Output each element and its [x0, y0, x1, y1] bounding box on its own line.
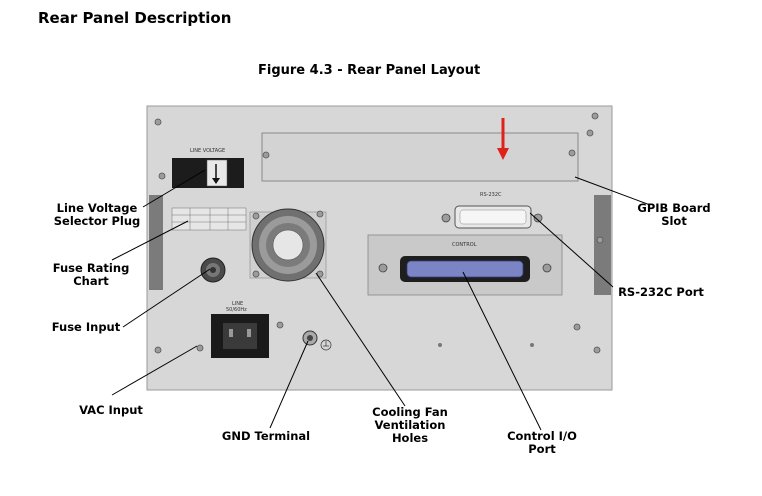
- vac-input: LINE 50/60Hz: [196, 301, 284, 358]
- left-handle: [149, 195, 163, 290]
- callout-vac-input: VAC Input: [79, 403, 143, 417]
- callout-gpib-2: Slot: [661, 214, 687, 228]
- callout-cooling-fan-3: Holes: [392, 431, 428, 445]
- rs232c-panel-label: RS-232C: [480, 192, 502, 198]
- leader-lines: [111, 169, 651, 431]
- callout-fuse-input: Fuse Input: [52, 320, 121, 334]
- leader-gnd: [269, 340, 309, 429]
- freq-panel-label: 50/60Hz: [226, 307, 247, 313]
- callout-gpib-1: GPIB Board: [637, 201, 710, 215]
- line-panel-label: LINE: [232, 301, 243, 307]
- right-handle: [594, 195, 611, 295]
- leader-vac-input: [111, 345, 198, 396]
- leader-fan: [315, 272, 406, 407]
- leader-control: [462, 271, 542, 431]
- callout-control-io-2: Port: [528, 442, 556, 456]
- leader-line-voltage: [142, 169, 206, 208]
- leader-fuse-input: [122, 268, 211, 328]
- callout-control-io-1: Control I/O: [507, 429, 577, 443]
- callout-line-voltage-2: Selector Plug: [54, 214, 141, 228]
- control-connector: CONTROL: [367, 234, 563, 296]
- leader-gpib: [574, 176, 651, 206]
- callout-gnd-terminal: GND Terminal: [222, 429, 310, 443]
- gnd-terminal: [302, 330, 332, 351]
- callout-cooling-fan-1: Cooling Fan: [372, 405, 448, 419]
- callout-rs232c-port: RS-232C Port: [618, 285, 704, 299]
- leader-rs232c: [529, 212, 614, 288]
- callout-fuse-rating-2: Chart: [73, 274, 109, 288]
- gpib-slot: [261, 132, 579, 182]
- panel-screws: [154, 112, 604, 354]
- leader-fuse-rating: [111, 220, 189, 261]
- fuse-input: [200, 257, 226, 283]
- callout-cooling-fan-2: Ventilation: [375, 418, 446, 432]
- callout-fuse-rating-1: Fuse Rating: [53, 261, 130, 275]
- fuse-rating-chart: [171, 207, 247, 231]
- line-voltage-label: LINE VOLTAGE: [190, 148, 225, 154]
- control-panel-label: CONTROL: [452, 242, 477, 248]
- figure-title: Figure 4.3 - Rear Panel Layout: [258, 63, 481, 78]
- callout-line-voltage-1: Line Voltage: [57, 201, 138, 215]
- cooling-fan: [249, 208, 327, 282]
- rs232c-connector: RS-232C: [441, 192, 543, 229]
- section-title: Rear Panel Description: [38, 9, 232, 27]
